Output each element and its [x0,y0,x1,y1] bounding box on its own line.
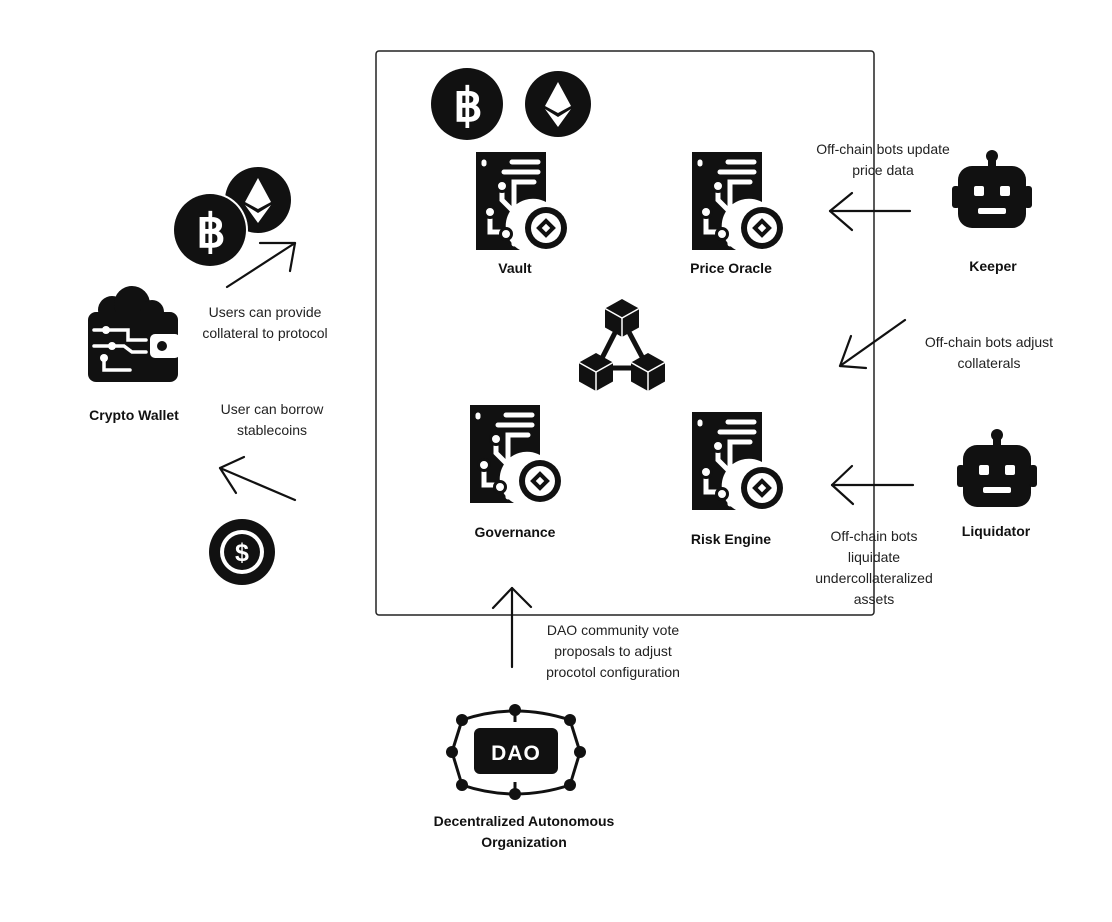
note-line: Off-chain bots update [816,141,950,157]
note-line: procotol configuration [546,664,680,680]
ethereum-icon [525,71,591,137]
price-oracle-contract-icon [692,152,783,250]
vault-label: Vault [498,260,532,276]
liquidation-note: Off-chain bots liquidate undercollateral… [798,526,950,610]
borrow-stablecoins-note: User can borrow stablecoins [202,399,342,441]
governance-label: Governance [474,524,556,540]
liquidator-robot-icon [957,429,1037,507]
blockchain-icon [578,298,666,392]
protocol-boundary [375,50,875,616]
note-line: User can borrow [220,401,324,417]
crypto-wallet-label: Crypto Wallet [89,407,179,423]
price-oracle-label: Price Oracle [690,260,772,276]
note-line: stablecoins [236,422,308,438]
dao-label: Decentralized Autonomous Organization [414,811,634,853]
note-line: collaterals [957,355,1021,371]
adjust-collateral-note: Off-chain bots adjust collaterals [904,332,1074,374]
arrow-bots-adjust-collateral [838,318,907,370]
note-line: collateral to protocol [202,325,328,341]
dao-label-line: Decentralized Autonomous [433,813,615,829]
risk-engine-contract-icon [692,412,783,510]
liquidator-label: Liquidator [961,523,1031,539]
note-line: proposals to adjust [554,643,672,659]
note-line: Users can provide [208,304,322,320]
arrow-dao-to-protocol [491,586,533,669]
svg-text:$: $ [235,539,249,567]
arrow-liquidator-to-risk-engine [830,464,915,506]
note-line: Off-chain bots adjust [924,334,1054,350]
note-line: Off-chain bots [830,528,918,544]
risk-engine-label: Risk Engine [690,531,772,547]
governance-contract-icon [470,405,561,503]
crypto-wallet-icon [88,286,180,382]
arrow-keeper-to-oracle [828,191,912,232]
note-line: assets [853,591,895,607]
note-line: undercollateralized [815,570,933,586]
stablecoin-icon: $ [209,519,275,585]
bitcoin-icon [431,68,503,140]
arrow-stablecoin-to-wallet [218,455,297,502]
vault-contract-icon [476,152,567,250]
keeper-label: Keeper [969,258,1017,274]
bitcoin-icon [172,192,248,268]
dao-label-line: Organization [481,834,567,850]
dao-badge-text: DAO [491,742,541,765]
keeper-note: Off-chain bots update price data [796,139,970,181]
provide-collateral-note: Users can provide collateral to protocol [187,302,343,344]
note-line: liquidate [847,549,901,565]
arrow-wallet-to-protocol [225,241,297,289]
dao-icon [446,704,586,800]
note-line: DAO community vote [546,622,680,638]
note-line: price data [852,162,914,178]
dao-vote-note: DAO community vote proposals to adjust p… [523,620,703,683]
